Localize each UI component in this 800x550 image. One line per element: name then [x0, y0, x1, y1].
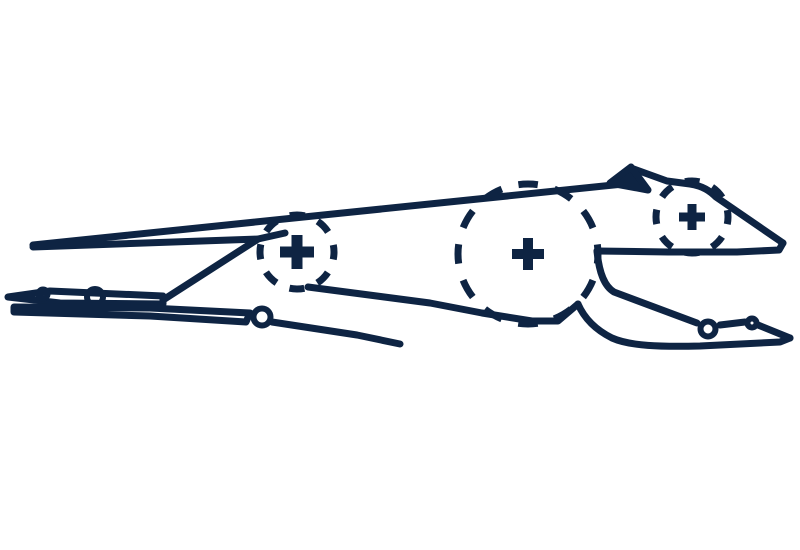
back-line: [29, 179, 637, 249]
thigh-line: [159, 235, 262, 304]
hind-leg-upper: [4, 287, 167, 308]
front-wrist-joint: [697, 318, 719, 340]
hotspot-body[interactable]: [454, 180, 602, 328]
front-paw-tip: [754, 321, 794, 342]
hotspot-layer: [256, 177, 732, 328]
hind-leg-lower-shin: [268, 318, 404, 348]
hind-toe-joint: [35, 286, 51, 302]
chest-and-paw-bottom: [574, 300, 794, 350]
hotspot-body-dashed-ring[interactable]: [454, 180, 602, 328]
ear-wedge: [606, 163, 652, 194]
head-top-line: [627, 164, 787, 247]
jaw-line: [593, 239, 787, 256]
greyhound-outline: [4, 163, 794, 350]
belly-line: [304, 283, 582, 325]
hotspot-head[interactable]: [652, 177, 732, 257]
hotspot-head-dashed-ring[interactable]: [652, 177, 732, 257]
front-toe-joint: [744, 315, 760, 331]
front-leg-mid: [716, 318, 749, 329]
hotspot-hindquarters-dashed-ring[interactable]: [256, 211, 338, 293]
hind-lower-joint: [250, 305, 274, 329]
front-leg-top: [593, 247, 701, 327]
hotspot-hindquarters[interactable]: [256, 211, 338, 293]
hind-hock-joint: [84, 286, 106, 308]
hind-leg-lower: [10, 303, 254, 326]
